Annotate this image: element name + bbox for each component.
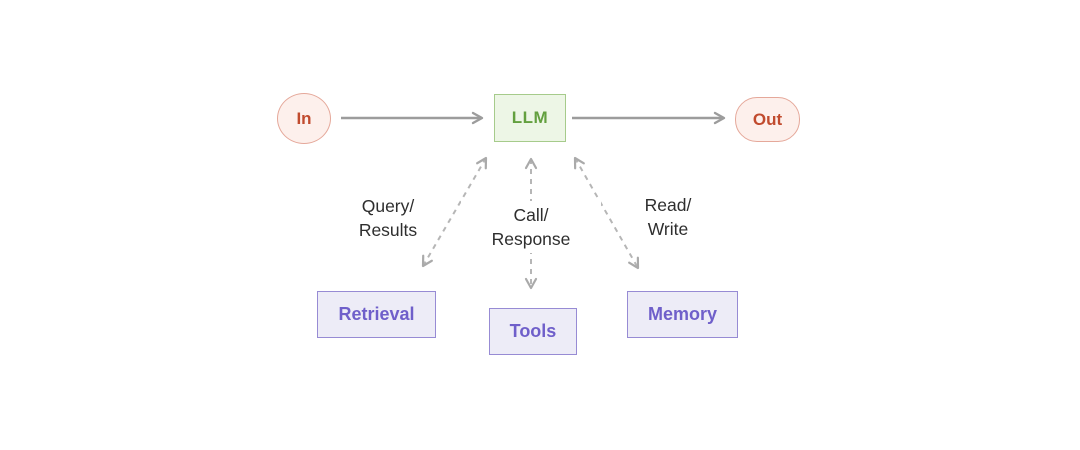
node-retrieval: Retrieval: [317, 291, 436, 338]
edge-label-line: Results: [358, 220, 418, 240]
edge-label-line: Read/: [644, 195, 692, 215]
node-in: In: [277, 93, 331, 144]
edge-label-query-results: Query/ Results: [328, 194, 448, 242]
edge-label-read-write: Read/ Write: [608, 193, 728, 241]
edge-label-call-response: Call/ Response: [461, 201, 601, 253]
edge-label-line: Response: [491, 229, 571, 249]
edge-label-line: Call/: [513, 205, 549, 225]
arrow-llm-retrieval: [421, 156, 488, 268]
node-memory: Memory: [627, 291, 738, 338]
node-out: Out: [735, 97, 800, 142]
node-llm: LLM: [494, 94, 566, 142]
arrow-llm-memory: [573, 156, 640, 270]
edge-label-line: Write: [647, 219, 689, 239]
node-tools: Tools: [489, 308, 577, 355]
edge-label-line: Query/: [361, 196, 415, 216]
